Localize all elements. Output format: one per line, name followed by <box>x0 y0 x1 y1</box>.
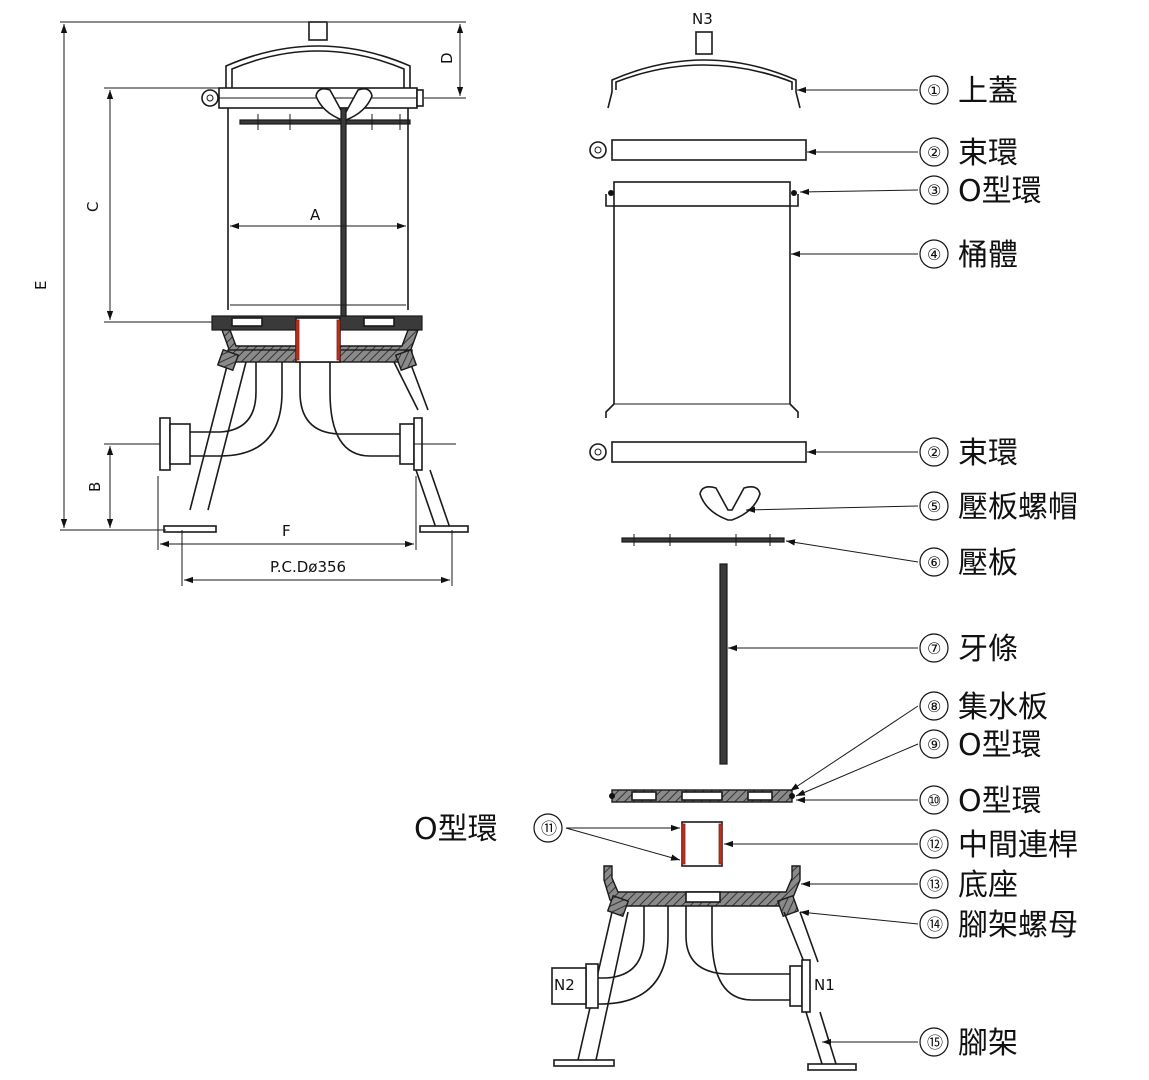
callout-11: ⑪ O型環 <box>414 812 563 847</box>
callout-9-number: ⑨ <box>927 735 941 754</box>
callout-11-number: ⑪ <box>541 819 557 838</box>
callout-13-number: ⑬ <box>927 875 943 894</box>
callout-10: ⑩ O型環 <box>919 784 1042 819</box>
callout-5-number: ⑤ <box>927 497 941 516</box>
callout-4: ④ 桶體 <box>919 238 1018 273</box>
callout-14-label: 腳架螺母 <box>958 908 1078 943</box>
callout-7-label: 牙條 <box>958 632 1018 667</box>
callout-15-label: 腳架 <box>958 1026 1018 1061</box>
nozzle-n2-label: N2 <box>554 976 575 994</box>
dim-e-label: E <box>32 281 50 290</box>
callout-5-label: 壓板螺帽 <box>958 490 1078 525</box>
callout-8: ⑧ 集水板 <box>919 690 1048 725</box>
callout-6-number: ⑥ <box>927 553 941 572</box>
callout-7-number: ⑦ <box>927 639 941 658</box>
callout-3: ③ O型環 <box>919 174 1042 209</box>
callout-15-number: ⑮ <box>927 1033 943 1052</box>
callout-3-label: O型環 <box>958 174 1042 209</box>
callout-2b-label: 束環 <box>958 436 1018 471</box>
callout-2b-number: ② <box>927 443 941 462</box>
callout-1: ① 上蓋 <box>919 74 1018 109</box>
clamp-knob-icon <box>589 141 607 159</box>
callout-4-number: ④ <box>927 245 941 264</box>
nozzle-n3-label: N3 <box>692 10 713 28</box>
callout-9: ⑨ O型環 <box>919 728 1042 763</box>
callout-10-label: O型環 <box>958 784 1042 819</box>
callout-7: ⑦ 牙條 <box>919 632 1018 667</box>
dim-f-label: F <box>282 522 291 540</box>
callout-11-label: O型環 <box>414 812 498 847</box>
callout-6: ⑥ 壓板 <box>919 546 1018 581</box>
clamp-knob-icon <box>201 89 219 107</box>
assembled-view: E C D A B F P.C.Dø356 <box>32 21 469 586</box>
callout-8-number: ⑧ <box>927 697 941 716</box>
callout-12-number: ⑫ <box>927 835 943 854</box>
callout-1-number: ① <box>927 81 941 100</box>
callout-13-label: 底座 <box>958 868 1018 903</box>
callout-13: ⑬ 底座 <box>919 868 1018 903</box>
callout-10-number: ⑩ <box>927 791 941 810</box>
callout-15: ⑮ 腳架 <box>919 1026 1018 1061</box>
callout-8-label: 集水板 <box>958 690 1048 725</box>
callout-2-label: 束環 <box>958 136 1018 171</box>
dim-b-label: B <box>86 482 104 492</box>
callout-14-number: ⑭ <box>927 915 943 934</box>
nozzle-n1-label: N1 <box>814 976 835 994</box>
callout-5: ⑤ 壓板螺帽 <box>919 490 1078 525</box>
callout-4-label: 桶體 <box>958 238 1018 273</box>
callout-9-label: O型環 <box>958 728 1042 763</box>
dim-a-label: A <box>310 206 321 224</box>
dim-pcd-label: P.C.Dø356 <box>270 558 346 576</box>
callout-2: ② 束環 <box>919 136 1018 171</box>
dim-c-label: C <box>84 202 102 212</box>
callout-2b: ② 束環 <box>919 436 1018 471</box>
callout-3-number: ③ <box>927 181 941 200</box>
callout-2-number: ② <box>927 143 941 162</box>
callout-12-label: 中間連桿 <box>958 828 1078 863</box>
callouts: ① 上蓋 ② 束環 ③ O型環 ④ 桶體 ② 束環 ⑤ 壓板螺帽 <box>414 74 1078 1061</box>
clamp-knob-icon <box>589 443 607 461</box>
callout-14: ⑭ 腳架螺母 <box>919 908 1078 943</box>
dim-d-label: D <box>438 52 456 64</box>
callout-6-label: 壓板 <box>958 546 1018 581</box>
exploded-view: N3 <box>551 10 857 1071</box>
callout-1-label: 上蓋 <box>958 74 1018 109</box>
callout-12: ⑫ 中間連桿 <box>919 828 1078 863</box>
